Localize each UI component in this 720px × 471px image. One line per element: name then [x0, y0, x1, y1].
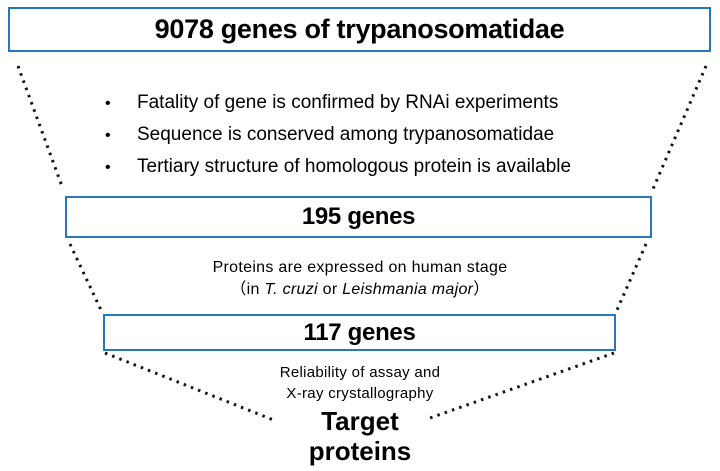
- species-name-leishmania: Leishmania major: [342, 281, 474, 298]
- stage1-filter-line2: （in T. cruzi or Leishmania major）: [0, 279, 720, 301]
- stage1-filter-text: Proteins are expressed on human stage （i…: [0, 257, 720, 301]
- funnel-line-top-left: [16, 65, 65, 190]
- list-item: • Tertiary structure of homologous prote…: [105, 151, 625, 183]
- stage1-filter-line1: Proteins are expressed on human stage: [212, 259, 508, 276]
- list-item: • Sequence is conserved among trypanosom…: [105, 119, 625, 151]
- list-item: • Fatality of gene is confirmed by RNAi …: [105, 87, 625, 119]
- stage2-filter-text: Reliability of assay and X-ray crystallo…: [0, 362, 720, 404]
- stage2-filter-line2: X-ray crystallography: [286, 385, 434, 402]
- stage1-genes-label: 195 genes: [301, 203, 416, 230]
- bullet-icon: •: [105, 95, 111, 112]
- criterion-text: Tertiary structure of homologous protein…: [137, 156, 572, 177]
- total-genes-box: 9078 genes of trypanosomatidae: [8, 7, 711, 52]
- criterion-text: Sequence is conserved among trypanosomat…: [137, 124, 555, 145]
- target-line2: proteins: [308, 436, 412, 466]
- paren-close: ）: [473, 281, 490, 298]
- target-proteins-label: Target proteins: [0, 406, 720, 466]
- bullet-icon: •: [105, 159, 111, 176]
- target-line1: Target: [321, 406, 399, 436]
- total-genes-label: 9078 genes of trypanosomatidae: [154, 14, 565, 44]
- bullet-icon: •: [105, 127, 111, 144]
- stage2-genes-box: 117 genes: [103, 314, 616, 351]
- funnel-line-bottom-right: [429, 351, 615, 420]
- funnel-line-top-right: [651, 65, 708, 190]
- paren-open: （in: [230, 281, 265, 298]
- stage2-filter-line1: Reliability of assay and: [279, 364, 441, 381]
- criterion-text: Fatality of gene is confirmed by RNAi ex…: [137, 92, 559, 113]
- conjunction: or: [317, 281, 343, 298]
- filter-criteria-list: • Fatality of gene is confirmed by RNAi …: [105, 87, 625, 183]
- stage2-genes-label: 117 genes: [303, 318, 416, 346]
- species-name-tcruzi: T. cruzi: [264, 281, 318, 298]
- stage1-genes-box: 195 genes: [65, 196, 652, 238]
